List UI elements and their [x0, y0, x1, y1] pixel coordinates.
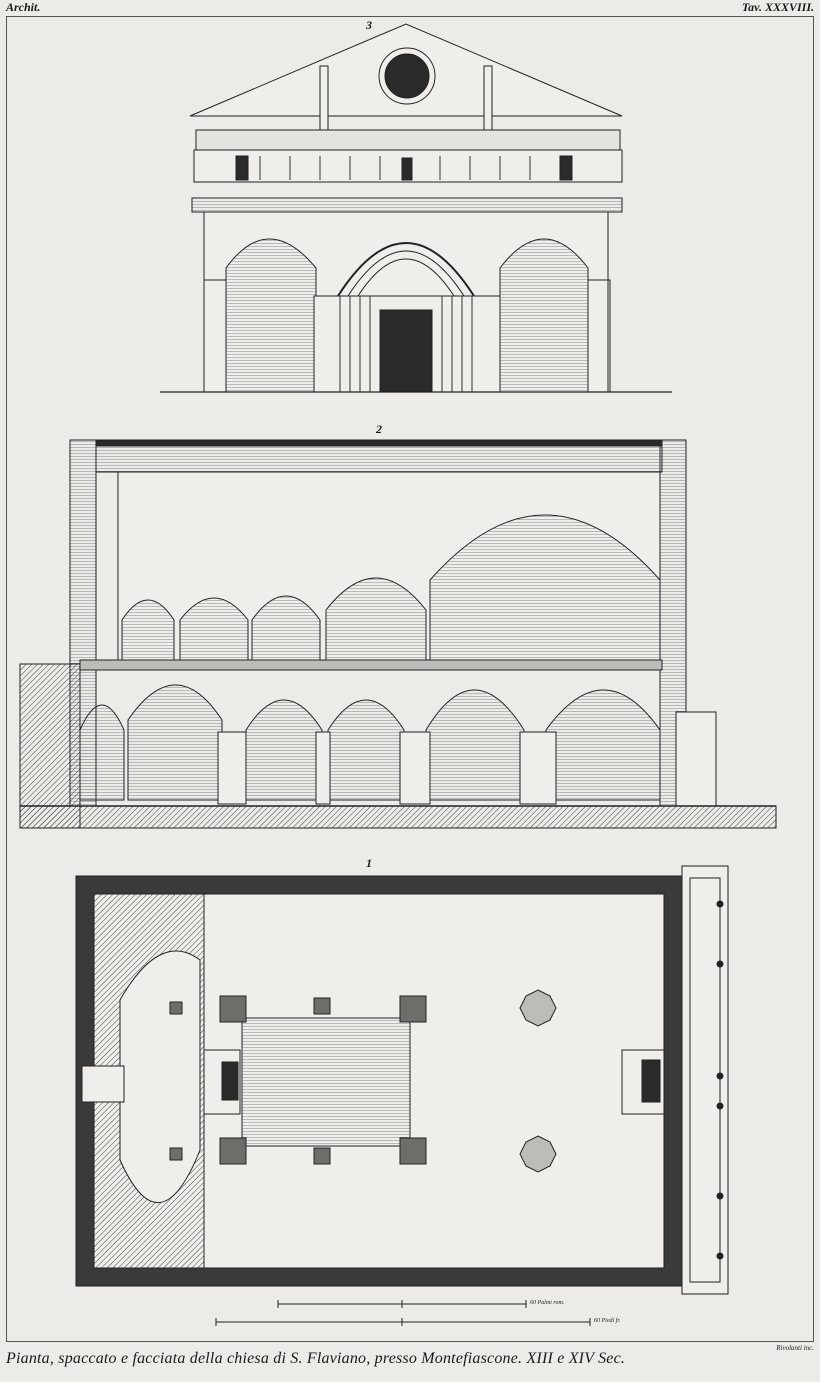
figure-number-1: 1	[366, 856, 372, 870]
figure-number-3: 3	[366, 18, 372, 32]
ground-plan	[75, 865, 729, 1326]
longitudinal-section	[19, 439, 777, 829]
facade-elevation	[160, 23, 672, 393]
engraver-credit: Rivolanti inc.	[776, 1344, 814, 1352]
figure-number-2: 2	[376, 422, 382, 436]
header-right: Tav. XXXVIII.	[741, 0, 814, 14]
header-left: Archit.	[6, 0, 41, 14]
plate-caption: Pianta, spaccato e facciata della chiesa…	[6, 1350, 626, 1367]
scale-label-palmi: 60 Palmi rom.	[530, 1300, 565, 1306]
scale-label-piedi: 60 Piedi fr.	[594, 1318, 621, 1324]
plate-frame	[6, 16, 814, 1342]
